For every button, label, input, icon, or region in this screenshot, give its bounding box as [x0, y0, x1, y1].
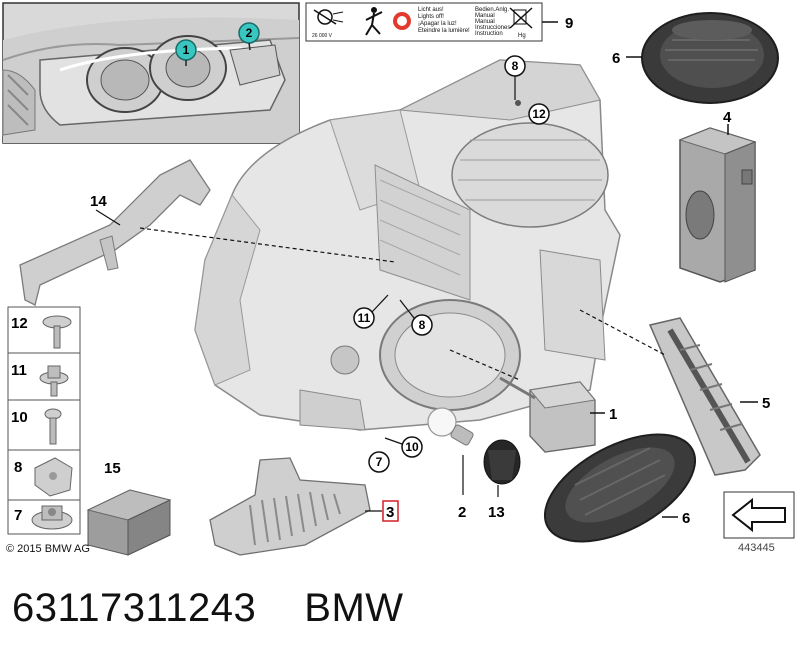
diagram-number: 443445 — [738, 542, 775, 554]
legend-label-8: 8 — [14, 459, 22, 476]
warning-line-2: Lights off! — [418, 14, 444, 20]
warning-line-1: Licht aus! — [418, 7, 444, 13]
inset-car-view: 1 2 — [2, 2, 300, 144]
bulb-2 — [427, 407, 474, 446]
lamp-warning-icon — [313, 9, 344, 25]
callout-6-top: 6 — [612, 50, 620, 67]
nut-7-icon — [31, 505, 73, 530]
no-bin-icon — [509, 7, 533, 29]
warning-line-7: Manual — [475, 19, 495, 25]
callout-7: 7 — [376, 455, 383, 469]
clip-nut-8-icon — [34, 457, 73, 497]
person-icon — [365, 7, 383, 36]
inset-callout-1: 1 — [183, 43, 190, 57]
callout-8-mid: 8 — [419, 318, 426, 332]
callout-8-top-circle: 8 — [504, 55, 526, 77]
callout-1: 1 — [609, 406, 617, 423]
callout-2: 2 — [458, 504, 466, 521]
callout-10-circle: 10 — [401, 436, 423, 458]
callout-5: 5 — [762, 395, 770, 412]
warning-line-8: Instrucciones — [475, 25, 510, 31]
callout-7-circle: 7 — [368, 451, 390, 473]
callout-14: 14 — [90, 193, 107, 210]
ballast-1 — [499, 376, 596, 453]
callout-3: 3 — [386, 504, 394, 521]
warning-line-4: Eteindre la lumière! — [418, 28, 470, 34]
warning-line-5: Bedien.Anlg. — [475, 7, 509, 13]
hg-label: Hg — [518, 33, 526, 39]
callout-9: 9 — [565, 15, 573, 32]
legend-label-10: 10 — [11, 409, 28, 426]
footer: 63117311243 BMW — [12, 586, 404, 631]
fastener-legend: 12 11 10 8 7 — [7, 306, 81, 535]
control-unit-4 — [678, 127, 757, 283]
cover-cap-bottom-6 — [543, 433, 697, 543]
no-light-icon — [393, 12, 411, 30]
cover-cap-top-6 — [641, 12, 779, 104]
bracket-14 — [19, 159, 211, 306]
callout-10: 10 — [405, 440, 419, 454]
diagram-arrow-icon — [723, 491, 795, 539]
vent-5 — [648, 317, 761, 476]
legend-label-11: 11 — [11, 362, 27, 379]
inset-callout-2: 2 — [246, 26, 253, 40]
part-number: 63117311243 — [12, 586, 257, 630]
callout-12: 12 — [532, 107, 546, 121]
copyright: © 2015 BMW AG — [6, 543, 90, 555]
headlight-housing — [194, 59, 621, 431]
callout-11-circle: 11 — [353, 307, 375, 329]
callout-4: 4 — [723, 109, 732, 126]
callout-11: 11 — [358, 311, 371, 325]
callout-13: 13 — [488, 504, 505, 521]
warning-line-9: Instruction — [475, 31, 503, 37]
screw-11-icon — [39, 365, 69, 397]
box-15 — [86, 489, 172, 556]
callout-8-top: 8 — [512, 59, 519, 73]
warning-label: 26 000 V Licht aus! Lights off! ¡Apagar … — [305, 2, 543, 42]
legend-label-7: 7 — [14, 507, 22, 524]
callout-15: 15 — [104, 460, 121, 477]
warning-line-6: Manual — [475, 13, 495, 19]
callout-12-circle: 12 — [528, 103, 550, 125]
warning-small-code: 26 000 V — [312, 33, 333, 39]
screw-12-icon — [42, 315, 72, 349]
cap-13 — [483, 439, 521, 485]
warning-line-3: ¡Apagar la luz! — [418, 21, 457, 27]
screw-10-icon — [44, 408, 62, 445]
callout-6-bottom: 6 — [682, 510, 690, 527]
brand-name: BMW — [304, 586, 404, 630]
heat-sink-3 — [209, 457, 371, 556]
callout-3-highlight — [382, 500, 399, 522]
callout-8-mid-circle: 8 — [411, 314, 433, 336]
legend-label-12: 12 — [11, 315, 28, 332]
